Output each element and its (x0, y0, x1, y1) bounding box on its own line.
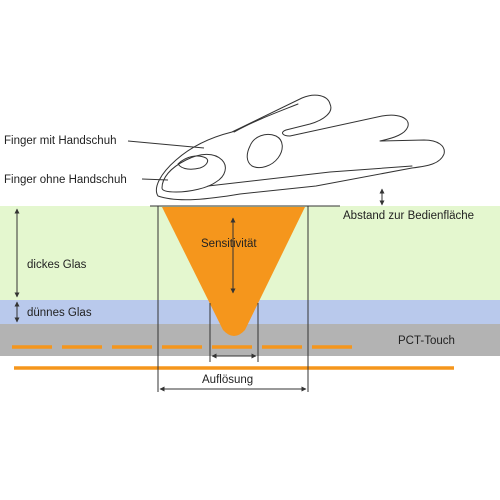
sensitivity-label: Sensitivität (201, 238, 257, 250)
gloved-finger-outline (155, 94, 445, 201)
resolution-guide-lines (157, 206, 309, 392)
gloved-finger-knuckle (246, 133, 283, 169)
bare-finger-nail (177, 155, 209, 170)
resolution-label: Auflösung (202, 374, 253, 386)
finger-with-glove-label: Finger mit Handschuh (4, 135, 117, 147)
distance-to-surface-label: Abstand zur Bedienfläche (343, 210, 474, 222)
leader-finger-with-glove (127, 140, 205, 149)
gloved-finger-ridge (233, 103, 299, 133)
leader-finger-without-glove (141, 178, 169, 181)
finger-leader-lines (127, 140, 205, 181)
finger-illustration (155, 94, 445, 201)
glove-lower-line (207, 165, 413, 187)
finger-without-glove-label: Finger ohne Handschuh (4, 174, 127, 186)
thin-glass-label: dünnes Glas (27, 307, 92, 319)
thick-glass-label: dickes Glas (27, 259, 87, 271)
pct-touch-layer (0, 324, 500, 356)
pct-touch-label: PCT-Touch (398, 335, 455, 347)
bare-finger-outline (161, 153, 226, 193)
